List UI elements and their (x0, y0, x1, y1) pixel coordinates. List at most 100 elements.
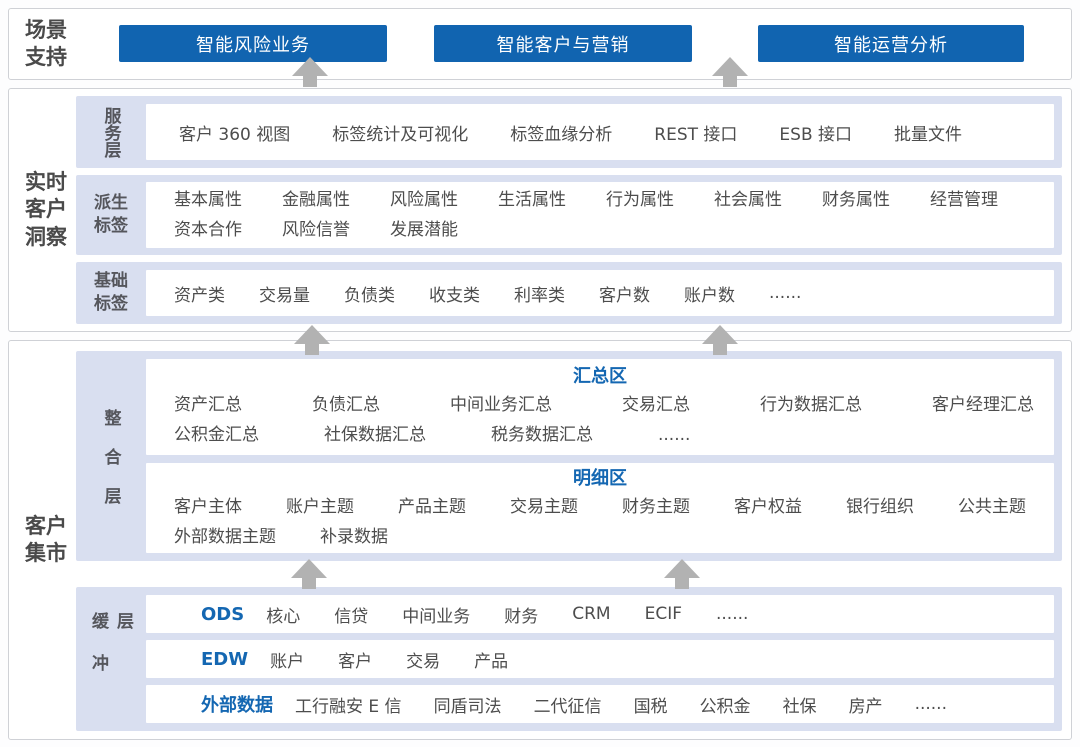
customer-mart-label: 客户集市 (25, 513, 67, 565)
service-layer-label: 服务层 (100, 106, 121, 158)
item: 行为数据汇总 (760, 395, 862, 415)
item: 二代征信 (533, 696, 602, 717)
item: 信贷 (334, 606, 369, 627)
up-arrow (294, 325, 330, 355)
item: 银行组织 (846, 497, 914, 517)
item: 发展潜能 (390, 220, 458, 240)
item: 交易汇总 (622, 395, 690, 415)
service-layer-band: 服务层 客户 360 视图 标签统计及可视化 标签血缘分析 REST 接口 ESB 接口… (76, 96, 1062, 168)
service-layer-items: 客户 360 视图 标签统计及可视化 标签血缘分析 REST 接口 ESB 接口 批量文件 (146, 120, 962, 145)
up-arrow (292, 57, 328, 87)
item: 资产汇总 (174, 395, 242, 415)
item: 负债类 (344, 285, 395, 306)
item: 负债汇总 (312, 395, 380, 415)
item: ...... (914, 694, 947, 714)
customer-mart-section: 客户集市 整合层 汇总区 资产汇总 负债汇总 中间业务汇总 交易汇总 行为数据汇总 客户经… (8, 340, 1072, 740)
item: 社会属性 (714, 190, 782, 210)
up-arrow (702, 325, 738, 355)
item: 客户主体 (174, 497, 242, 517)
button-intelligent-risk[interactable]: 智能风险业务 (119, 25, 387, 62)
edw-items: 账户 客户 交易 产品 (270, 647, 508, 672)
item: ...... (715, 604, 749, 624)
item: 交易主题 (510, 497, 578, 517)
up-arrow (712, 57, 748, 87)
item: 国税 (633, 696, 668, 717)
item: 账户主题 (286, 497, 354, 517)
item: 客户 (338, 651, 373, 672)
item: 交易量 (259, 285, 310, 306)
item: 标签血缘分析 (510, 124, 613, 145)
derived-tags-line1: 基本属性金融属性风险属性生活属性行为属性社会属性财务属性经营管理 (146, 185, 1054, 215)
buffer-row-external: 外部数据 工行融安 E 信 同盾司法 二代征信 国税 公积金 社保 房产...... (146, 685, 1054, 723)
item: 公共主题 (958, 497, 1026, 517)
item: 社保数据汇总 (324, 425, 426, 445)
button-intelligent-customer-marketing[interactable]: 智能客户与营销 (434, 25, 692, 62)
base-tags-items: 资产类交易量负债类收支类利率类客户数账户数...... (146, 281, 801, 306)
item: 客户经理汇总 (932, 395, 1034, 415)
detail-zone-box: 明细区 客户主体账户主题产品主题交易主题财务主题客户权益银行组织公共主题 外部数… (146, 463, 1054, 553)
item: ...... (658, 425, 691, 445)
detail-zone-title: 明细区 (573, 468, 627, 489)
integration-layer-label: 整合层 (100, 408, 121, 526)
item: 基本属性 (174, 190, 242, 210)
item: 工行融安 E 信 (295, 696, 402, 717)
item: 补录数据 (320, 527, 388, 547)
item: 标签统计及可视化 (332, 124, 469, 145)
buffer-layer-label: 缓冲层 (88, 612, 133, 696)
service-layer-box: 客户 360 视图 标签统计及可视化 标签血缘分析 REST 接口 ESB 接口 批量文件 (146, 104, 1054, 160)
derived-tags-label: 派生标签 (94, 193, 128, 236)
item: 金融属性 (282, 190, 350, 210)
item: 产品主题 (398, 497, 466, 517)
external-data-items: 工行融安 E 信 同盾司法 二代征信 国税 公积金 社保 房产...... (295, 692, 947, 717)
external-data-title: 外部数据 (201, 695, 273, 716)
item: ESB 接口 (779, 124, 853, 145)
item: 资产类 (174, 285, 225, 306)
item: CRM (572, 604, 611, 624)
item: 房产 (848, 696, 883, 717)
item: 交易 (406, 651, 441, 672)
item: 产品 (474, 651, 509, 672)
item: 中间业务汇总 (450, 395, 552, 415)
item: 财务主题 (622, 497, 690, 517)
button-intelligent-operations[interactable]: 智能运营分析 (758, 25, 1024, 62)
item: 经营管理 (930, 190, 998, 210)
item: 中间业务 (402, 606, 471, 627)
item: 公积金 (699, 696, 751, 717)
detail-zone-line1: 客户主体账户主题产品主题交易主题财务主题客户权益银行组织公共主题 (146, 492, 1054, 522)
item: 客户数 (599, 285, 650, 306)
base-tags-band: 基础标签 资产类交易量负债类收支类利率类客户数账户数...... (76, 262, 1062, 324)
derived-tags-line2: 资本合作风险信誉发展潜能 (146, 215, 1054, 245)
item: 账户数 (684, 285, 735, 306)
summary-zone-box: 汇总区 资产汇总负债汇总中间业务汇总交易汇总行为数据汇总客户经理汇总 公积金汇总… (146, 359, 1054, 455)
item: 账户 (270, 651, 305, 672)
edw-title: EDW (201, 648, 249, 670)
item: 社保 (782, 696, 817, 717)
item: 财务属性 (822, 190, 890, 210)
detail-zone-line2: 外部数据主题 补录数据 (146, 522, 1054, 552)
item: 客户 360 视图 (179, 124, 291, 145)
item: REST 接口 (654, 124, 738, 145)
up-arrow (664, 559, 700, 589)
integration-layer-band: 整合层 汇总区 资产汇总 负债汇总 中间业务汇总 交易汇总 行为数据汇总 客户经理汇总 公… (76, 351, 1062, 561)
item: 风险属性 (390, 190, 458, 210)
summary-zone-line1: 资产汇总 负债汇总 中间业务汇总 交易汇总 行为数据汇总 客户经理汇总 (146, 390, 1054, 420)
realtime-insight-label: 实时客户洞察 (25, 170, 67, 249)
base-tags-label: 基础标签 (94, 271, 128, 314)
derived-tags-box: 基本属性金融属性风险属性生活属性行为属性社会属性财务属性经营管理 资本合作风险信… (146, 182, 1054, 248)
item: 风险信誉 (282, 220, 350, 240)
item: 同盾司法 (433, 696, 502, 717)
item: 外部数据主题 (174, 527, 276, 547)
summary-zone-title: 汇总区 (573, 366, 627, 387)
item: ECIF (644, 604, 682, 624)
derived-tags-band: 派生标签 基本属性金融属性风险属性生活属性行为属性社会属性财务属性经营管理 资本… (76, 175, 1062, 255)
ods-title: ODS (201, 603, 245, 625)
item: 收支类 (429, 285, 480, 306)
up-arrow (291, 559, 327, 589)
item: 利率类 (514, 285, 565, 306)
scene-support-label: 场景支持 (25, 17, 67, 69)
item: 批量文件 (894, 124, 963, 145)
item: 税务数据汇总 (491, 425, 593, 445)
